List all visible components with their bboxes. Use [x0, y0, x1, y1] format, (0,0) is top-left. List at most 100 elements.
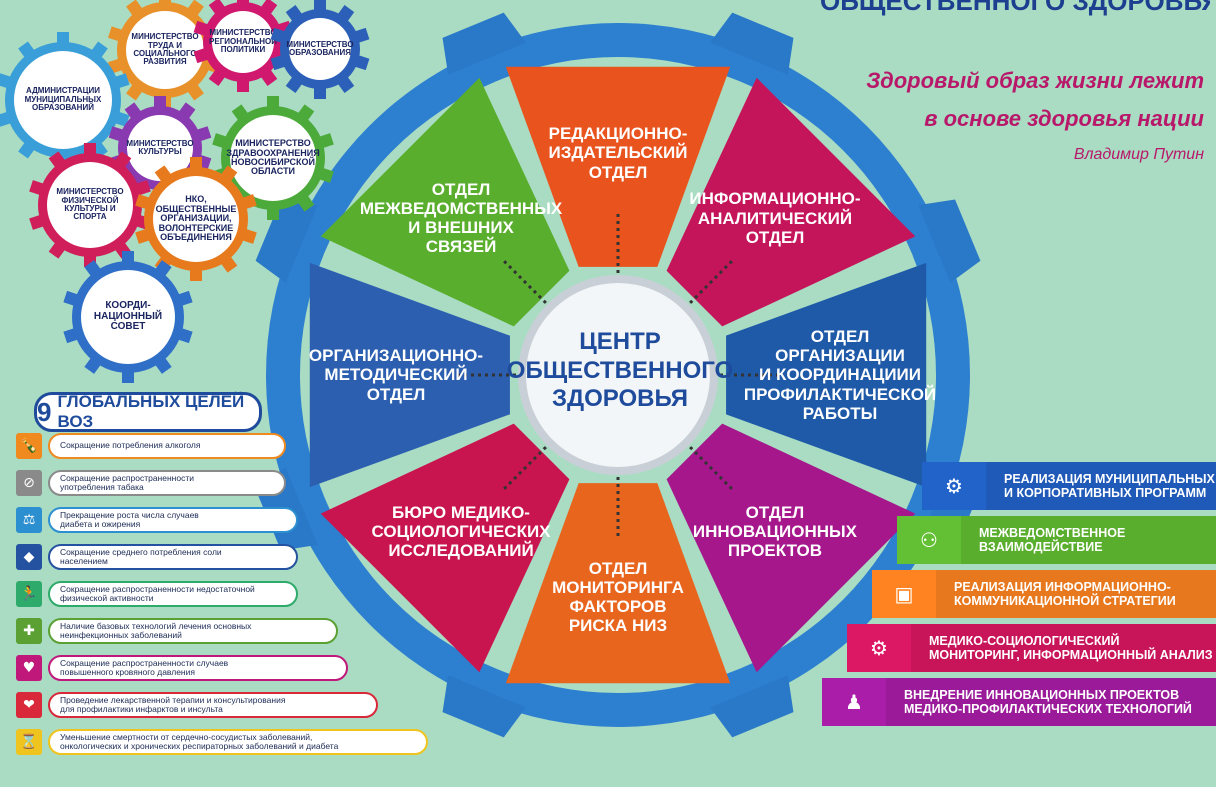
running-icon: 🏃	[16, 581, 42, 607]
wheel-segment-label: ОТДЕЛ МОНИТОРИНГА ФАКТОРОВ РИСКА НИЗ	[552, 558, 684, 636]
who-goal-item: 🍾Сокращение потребления алкоголя	[16, 432, 286, 460]
wheel-segment	[666, 77, 916, 327]
activity-step: ⚙МЕДИКО-СОЦИОЛОГИЧЕСКИЙ МОНИТОРИНГ, ИНФО…	[847, 624, 1216, 672]
group-icon: ⚙	[922, 462, 986, 510]
salt-icon: ◆	[16, 544, 42, 570]
presenter-icon: ▣	[872, 570, 936, 618]
wheel-segment-label: ОТДЕЛ ОРГАНИЗАЦИИ И КООРДИНАЦИИИ ПРОФИЛА…	[743, 327, 937, 423]
activity-step: ▣РЕАЛИЗАЦИЯ ИНФОРМАЦИОННО- КОММУНИКАЦИОН…	[872, 570, 1216, 618]
bottles-icon: 🍾	[16, 433, 42, 459]
connector-line	[684, 441, 736, 493]
partner-gear: МИНИСТЕРСТВО КУЛЬТУРЫ	[106, 94, 214, 202]
who-goal-item: ⚖Прекращение роста числа случаев диабета…	[16, 506, 298, 534]
activity-step-text: ВНЕДРЕНИЕ ИННОВАЦИОННЫХ ПРОЕКТОВ МЕДИКО-…	[886, 678, 1216, 726]
gear-icon	[108, 96, 212, 200]
who-goal-item: 🏃Сокращение распространенности недостато…	[16, 580, 298, 608]
wheel-segment	[309, 262, 510, 488]
who-goal-item: ♥Сокращение распространенности случаев п…	[16, 654, 348, 682]
activity-step-text: МЕДИКО-СОЦИОЛОГИЧЕСКИЙ МОНИТОРИНГ, ИНФОР…	[911, 624, 1216, 672]
center-disc	[526, 283, 710, 467]
who-goal-text: Уменьшение смертности от сердечно-сосуди…	[48, 729, 428, 755]
heart-icon: ❤	[16, 692, 42, 718]
quote-line-2: в основе здоровья нации	[924, 106, 1204, 131]
gear-label: МИНИСТЕРСТВО ЗДРАВООХРАНЕНИЯ НОВОСИБИРСК…	[226, 138, 320, 177]
ring-tooth	[442, 12, 526, 75]
partner-gear: КООРДИ- НАЦИОННЫЙ СОВЕТ	[60, 249, 196, 385]
connector-line	[684, 257, 736, 309]
no-smoking-icon: ⊘	[16, 470, 42, 496]
ring-tooth	[710, 12, 794, 75]
gear-label: МИНИСТЕРСТВО ФИЗИЧЕСКОЙ КУЛЬТУРЫ И СПОРТ…	[56, 187, 124, 222]
gear-label: МИНИСТЕРСТВО ТРУДА И СОЦИАЛЬНОГО РАЗВИТИ…	[131, 32, 199, 67]
quote-line-1: Здоровый образ жизни лежит	[866, 68, 1204, 93]
activity-step-text: МЕЖВЕДОМСТВЕННОЕ ВЗАИМОДЕЙСТВИЕ	[961, 516, 1216, 564]
gear-face	[126, 11, 204, 89]
gear-icon	[0, 32, 130, 168]
wheel-segment-label: БЮРО МЕДИКО- СОЦИОЛОГИЧЕСКИХ ИССЛЕДОВАНИ…	[371, 503, 551, 561]
gear-face	[81, 270, 175, 364]
gear-face	[153, 176, 239, 262]
wheel-segment	[666, 423, 916, 673]
page-title: ОБЩЕСТВЕННОГО ЗДОРОВЬЯ	[820, 0, 1210, 16]
gear-face	[14, 51, 112, 149]
gear-label: КООРДИ- НАЦИОННЫЙ СОВЕТ	[93, 300, 163, 333]
who-goal-text: Проведение лекарственной терапии и консу…	[48, 692, 378, 718]
who-goal-text: Сокращение среднего потребления соли нас…	[48, 544, 298, 570]
gear-icon	[135, 157, 257, 281]
gear-icon	[29, 143, 151, 267]
hourglass-icon: ⌛	[16, 729, 42, 755]
who-goal-item: ◆Сокращение среднего потребления соли на…	[16, 543, 298, 571]
gear-label: НКО, ОБЩЕСТВЕННЫЕ ОРГАНИЗАЦИИ, ВОЛОНТЕРС…	[155, 194, 237, 243]
wheel-segment	[726, 262, 927, 488]
gear-face	[230, 115, 316, 201]
center-label: ЦЕНТР ОБЩЕСТВЕННОГО ЗДОРОВЬЯ	[506, 327, 734, 413]
gear-label: МИНИСТЕРСТВО КУЛЬТУРЫ	[126, 138, 194, 156]
who-goals-title: 9 ГЛОБАЛЬНЫХ ЦЕЛЕЙ ВОЗ	[34, 392, 262, 432]
hierarchy-icon: ⚇	[897, 516, 961, 564]
partner-gear: АДМИНИСТРАЦИИ МУНИЦИПАЛЬНЫХ ОБРАЗОВАНИЙ	[0, 30, 133, 170]
gear-label: МИНИСТЕРСТВО ОБРАЗОВАНИЯ	[286, 39, 354, 57]
who-goal-text: Сокращение распространенности случаев по…	[48, 655, 348, 681]
medicine-icon: ✚	[16, 618, 42, 644]
who-goals-heading: ГЛОБАЛЬНЫХ ЦЕЛЕЙ ВОЗ	[57, 392, 245, 431]
partner-gear: МИНИСТЕРСТВО ОБРАЗОВАНИЯ	[268, 0, 372, 101]
wheel-segment	[505, 483, 731, 684]
people-gear-icon: ⚙	[847, 624, 911, 672]
who-goal-text: Сокращение потребления алкоголя	[48, 433, 286, 459]
partner-gear: МИНИСТЕРСТВО РЕГИОНАЛЬНОЙ ПОЛИТИКИ	[191, 0, 295, 94]
gear-icon	[107, 0, 223, 108]
ring-tooth	[442, 675, 526, 738]
gear-face	[212, 11, 274, 73]
gear-label: МИНИСТЕРСТВО РЕГИОНАЛЬНОЙ ПОЛИТИКИ	[209, 28, 277, 55]
ring-tooth	[255, 199, 318, 283]
activity-step-text: РЕАЛИЗАЦИЯ МУНИЦИПАЛЬНЫХ И КОРПОРАТИВНЫХ…	[986, 462, 1216, 510]
partner-gear: НКО, ОБЩЕСТВЕННЫЕ ОРГАНИЗАЦИИ, ВОЛОНТЕРС…	[132, 155, 260, 283]
gear-icon	[212, 96, 334, 220]
who-goal-item: ⌛Уменьшение смертности от сердечно-сосуд…	[16, 728, 428, 756]
wheel-segment-label: ОТДЕЛ ИННОВАЦИОННЫХ ПРОЕКТОВ	[692, 503, 858, 561]
wheel-segment-label: ОТДЕЛ МЕЖВЕДОМСТВЕННЫХ И ВНЕШНИХ СВЯЗЕЙ	[359, 179, 563, 257]
gear-face	[289, 18, 351, 80]
partner-gear: МИНИСТЕРСТВО ЗДРАВООХРАНЕНИЯ НОВОСИБИРСК…	[209, 94, 337, 222]
who-goal-text: Сокращение распространенности недостаточ…	[48, 581, 298, 607]
wheel-segment-label: ОРГАНИЗАЦИОННО- МЕТОДИЧЕСКИЙ ОТДЕЛ	[308, 346, 484, 404]
partner-gear: МИНИСТЕРСТВО ФИЗИЧЕСКОЙ КУЛЬТУРЫ И СПОРТ…	[26, 141, 154, 269]
wheel-segment-label: ИНФОРМАЦИОННО- АНАЛИТИЧЕСКИЙ ОТДЕЛ	[689, 189, 861, 247]
gear-icon	[63, 251, 193, 383]
gear-icon	[193, 0, 293, 92]
blood-pressure-icon: ♥	[16, 655, 42, 681]
ring-tooth	[710, 675, 794, 738]
gear-face	[127, 115, 193, 181]
wheel-segment	[320, 77, 570, 327]
gear-icon	[270, 0, 370, 99]
connector-line	[500, 441, 552, 493]
connector-line	[500, 257, 552, 309]
team-icon: ♟	[822, 678, 886, 726]
wheel-segment	[320, 423, 570, 673]
who-goal-text: Прекращение роста числа случаев диабета …	[48, 507, 298, 533]
scale-icon: ⚖	[16, 507, 42, 533]
gear-label: АДМИНИСТРАЦИИ МУНИЦИПАЛЬНЫХ ОБРАЗОВАНИЙ	[24, 86, 102, 113]
who-goal-text: Наличие базовых технологий лечения основ…	[48, 618, 338, 644]
who-goal-item: ⊘Сокращение распространенности употребле…	[16, 469, 286, 497]
